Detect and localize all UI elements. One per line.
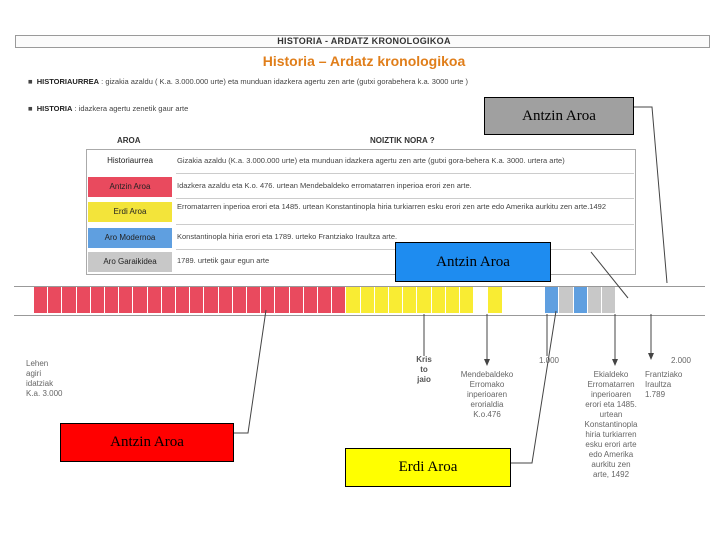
label-lehen-agiri: Lehen agiri idatziak K.a. 3.000 bbox=[26, 359, 63, 398]
timeline-cell bbox=[133, 287, 148, 313]
timeline-cell bbox=[275, 287, 290, 313]
timeline-cell bbox=[502, 287, 517, 313]
page-title: Historia – Ardatz kronologikoa bbox=[262, 53, 466, 69]
label-year-2000: 2.000 bbox=[670, 356, 692, 365]
bullet-key: HISTORIAURREA bbox=[36, 77, 100, 86]
timeline-cell bbox=[289, 287, 304, 313]
timeline-cell bbox=[445, 287, 460, 313]
timeline-cell bbox=[602, 287, 617, 313]
timeline-cell bbox=[573, 287, 588, 313]
timeline-cell bbox=[587, 287, 602, 313]
row-divider bbox=[176, 198, 634, 199]
callout-connector bbox=[590, 251, 629, 299]
timeline-cell bbox=[218, 287, 233, 313]
timeline-cell bbox=[531, 287, 546, 313]
label-year-1000: 1.000 bbox=[538, 356, 560, 365]
timeline-cell bbox=[261, 287, 276, 313]
timeline-cell bbox=[417, 287, 432, 313]
timeline-cell bbox=[431, 287, 446, 313]
callout-connector bbox=[634, 106, 668, 284]
timeline-cell bbox=[403, 287, 418, 313]
timeline-cell bbox=[62, 287, 77, 313]
timeline-cell bbox=[516, 287, 531, 313]
timeline-cell bbox=[318, 287, 333, 313]
timeline-cell bbox=[559, 287, 574, 313]
era-cell: Aro Modernoa bbox=[88, 228, 172, 248]
label-mendebaldeko: Mendebaldeko Erromako inperioaren eroria… bbox=[460, 370, 514, 419]
bullet-dot-icon: ■ bbox=[28, 77, 33, 86]
callout-antzin-aroa-blue: Antzin Aroa bbox=[395, 242, 551, 282]
era-cell: Erdi Aroa bbox=[88, 202, 172, 222]
bullet-text: : gizakia azaldu ( K.a. 3.000.000 urte) … bbox=[99, 77, 469, 86]
timeline-cell bbox=[232, 287, 247, 313]
timeline-track bbox=[14, 286, 705, 316]
era-description: Konstantinopla hiria erori eta 1789. urt… bbox=[177, 232, 398, 241]
timeline-cell bbox=[76, 287, 91, 313]
timeline-cell bbox=[90, 287, 105, 313]
bullet-historia: ■ HISTORIA : idazkera agertu zenetik gau… bbox=[28, 104, 588, 114]
era-cell: Aro Garaikidea bbox=[88, 252, 172, 272]
era-description: Erromatarren inperioa erori eta 1485. ur… bbox=[177, 202, 606, 211]
timeline-cell bbox=[332, 287, 347, 313]
timeline-cell bbox=[374, 287, 389, 313]
callout-antzin-aroa-grey: Antzin Aroa bbox=[484, 97, 634, 135]
bullet-text: : idazkera agertu zenetik gaur arte bbox=[72, 104, 189, 113]
row-divider bbox=[176, 173, 634, 174]
bullet-key: HISTORIA bbox=[36, 104, 73, 113]
timeline-cell bbox=[303, 287, 318, 313]
callout-connector bbox=[234, 309, 267, 434]
header-bar bbox=[15, 35, 710, 48]
callout-antzin-aroa-red: Antzin Aroa bbox=[60, 423, 234, 462]
timeline-cell bbox=[119, 287, 134, 313]
era-description: Idazkera azaldu eta K.o. 476. urtean Men… bbox=[177, 181, 472, 190]
timeline-cell bbox=[48, 287, 63, 313]
timeline-cell bbox=[161, 287, 176, 313]
row-divider bbox=[176, 224, 634, 225]
era-description: 1789. urtetik gaur egun arte bbox=[177, 256, 270, 265]
arrow-head-icon bbox=[484, 359, 490, 366]
timeline-cell bbox=[389, 287, 404, 313]
callout-connector bbox=[510, 310, 557, 464]
timeline-cell bbox=[190, 287, 205, 313]
era-cell: Antzin Aroa bbox=[88, 177, 172, 197]
timeline-cell bbox=[247, 287, 262, 313]
label-ekialdeko: Ekialdeko Erromatarren inperioaren erori… bbox=[584, 370, 638, 479]
timeline-cell bbox=[346, 287, 361, 313]
era-description: Gizakia azaldu (K.a. 3.000.000 urte) eta… bbox=[177, 156, 565, 165]
timeline-cell bbox=[360, 287, 375, 313]
timeline-cell bbox=[460, 287, 475, 313]
era-cell: Historiaurrea bbox=[88, 151, 172, 171]
timeline-cell bbox=[204, 287, 219, 313]
table-header-aroa: AROA bbox=[117, 136, 141, 145]
timeline-cell bbox=[105, 287, 120, 313]
arrow-head-icon bbox=[648, 353, 654, 360]
timeline-cell bbox=[488, 287, 503, 313]
table-header-noiztik: NOIZTIK NORA ? bbox=[370, 136, 435, 145]
label-kristo-jaio: Kris to jaio bbox=[416, 355, 432, 384]
callout-erdi-aroa-yellow: Erdi Aroa bbox=[345, 448, 511, 487]
label-frantziako: Frantziako Iraultza 1.789 bbox=[645, 370, 683, 399]
timeline-cell bbox=[474, 287, 489, 313]
timeline-cell bbox=[545, 287, 560, 313]
bullet-dot-icon: ■ bbox=[28, 104, 33, 113]
timeline-cell bbox=[34, 287, 49, 313]
timeline-cell bbox=[147, 287, 162, 313]
bullet-historiaurrea: ■ HISTORIAURREA : gizakia azaldu ( K.a. … bbox=[28, 77, 588, 87]
header-text: HISTORIA - ARDATZ KRONOLOGIKOA bbox=[277, 36, 451, 46]
timeline-cell bbox=[176, 287, 191, 313]
arrow-head-icon bbox=[612, 359, 618, 366]
